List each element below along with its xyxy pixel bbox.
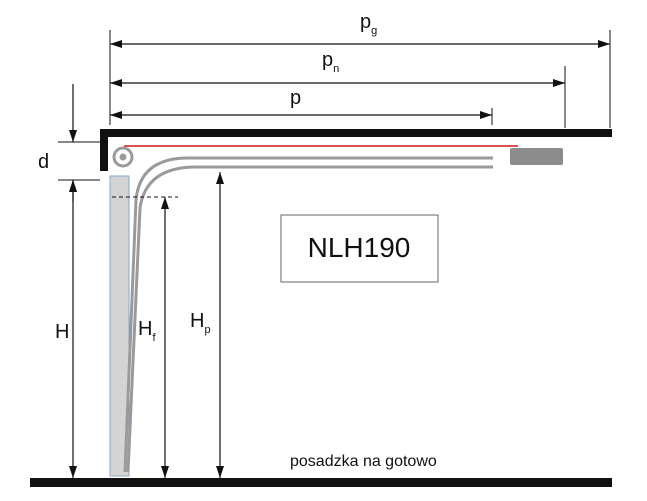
lintel-wall [100,129,108,171]
model-label: NLH190 [308,232,411,263]
track-inner [126,165,493,473]
ceiling-lintel [100,129,612,137]
floor-label: posadzka na gotowo [290,453,437,470]
model-box [280,214,439,283]
finished-floor [30,478,612,487]
track-outer [123,156,493,473]
dimension-d-label: d [38,151,49,173]
roller-axle [119,153,127,161]
dimension-p-label: p [290,87,301,109]
dimension-hf-label: Hf [138,318,156,344]
dimension-h-label: H [55,321,69,343]
motor-unit [510,148,563,165]
dimension-hp-label: Hp [190,310,211,336]
dimension-pg-label: pg [360,11,377,37]
door-panel [109,175,130,477]
dimension-pn-label: pn [322,49,339,75]
